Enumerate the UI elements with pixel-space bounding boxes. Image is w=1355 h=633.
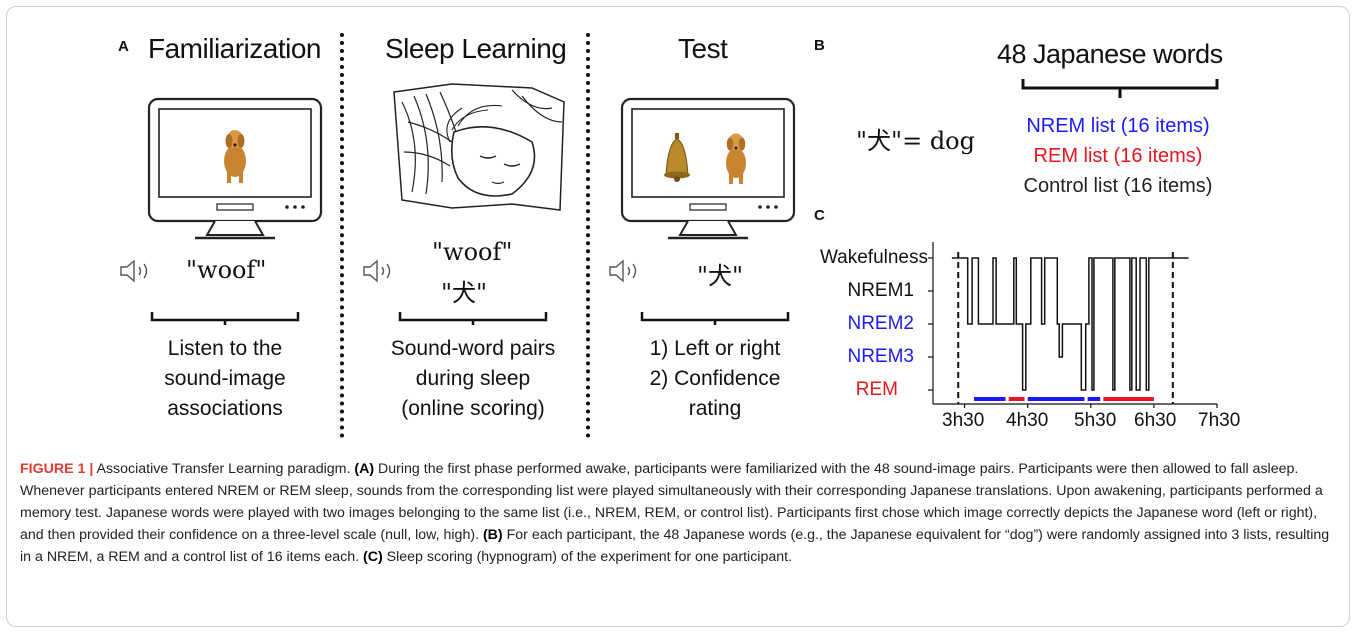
figure-caption: FIGURE 1 | Associative Transfer Learning… <box>20 458 1332 568</box>
x-tick-1: 3h30 <box>942 410 985 431</box>
speaker-icon <box>120 259 148 283</box>
panel-a-label: A <box>118 38 129 55</box>
caption-c-label: (C) <box>363 549 383 565</box>
caption-figure-label: FIGURE 1 | <box>20 461 94 477</box>
separator-1 <box>340 33 344 438</box>
test-desc: 1) Left or right 2) Confidence rating <box>649 337 781 420</box>
x-tick-3: 5h30 <box>1074 410 1117 431</box>
japanese-words-title: 48 Japanese words <box>997 39 1223 69</box>
hypnogram-trace <box>951 257 1189 391</box>
stage-label-rem: REM <box>855 379 898 400</box>
panel-b-label: B <box>814 37 825 54</box>
caption-c-text: Sleep scoring (hypnogram) of the experim… <box>382 549 793 565</box>
hypnogram-markers <box>957 252 1174 404</box>
sleeping-person-drawing <box>393 83 565 211</box>
caption-a-text: During the first phase performed awake, … <box>20 461 1323 543</box>
caption-intro: Associative Transfer Learning paradigm. <box>93 461 355 477</box>
stage-label-nrem3: NREM3 <box>847 346 914 367</box>
nrem-list: NREM list (16 items) <box>1026 115 1210 137</box>
x-tick-5: 7h30 <box>1198 410 1241 431</box>
familiarization-desc: Listen to the sound-image associations <box>164 337 286 420</box>
sleep-word: "犬" <box>441 279 488 307</box>
monitor-icon <box>147 97 323 240</box>
sleep-learning-desc: Sound-word pairs during sleep (online sc… <box>390 337 556 420</box>
brace-icon <box>1021 79 1219 98</box>
rem-list: REM list (16 items) <box>1033 145 1203 167</box>
stage-label-wakefulness: Wakefulness <box>819 247 928 268</box>
x-tick-4: 6h30 <box>1134 410 1177 431</box>
bracket-familiarization <box>150 312 300 325</box>
bracket-sleep <box>398 312 548 325</box>
dog-image <box>224 130 246 183</box>
speaker-icon-test <box>609 259 637 283</box>
hypnogram-line <box>951 257 1189 391</box>
bell-image <box>664 133 690 182</box>
hypnogram-axes <box>928 242 1218 408</box>
bracket-test <box>640 312 790 325</box>
test-word: "犬" <box>697 262 744 290</box>
stage-label-nrem1: NREM1 <box>847 280 914 301</box>
sleep-sound: "woof" <box>432 238 513 266</box>
caption-a-label: (A) <box>354 461 375 477</box>
control-list: Control list (16 items) <box>1023 175 1213 197</box>
speaker-icon-sleep <box>363 259 391 283</box>
test-monitor-icon <box>620 97 796 240</box>
caption-b-label: (B) <box>482 527 503 543</box>
familiarization-title: Familiarization <box>148 33 322 64</box>
familiarization-sound: "woof" <box>186 256 267 284</box>
x-tick-2: 4h30 <box>1006 410 1049 431</box>
separator-2 <box>586 33 590 438</box>
dog-equation: "犬"= dog <box>856 127 975 155</box>
panel-c-label: C <box>814 207 825 224</box>
caption-b-text: For each participant, the 48 Japanese wo… <box>20 527 1330 565</box>
sleep-learning-title: Sleep Learning <box>385 33 567 64</box>
test-title: Test <box>678 33 728 64</box>
dog-image-test <box>726 133 746 184</box>
hypnogram-chart <box>928 242 1218 408</box>
stage-label-nrem2: NREM2 <box>847 313 914 334</box>
